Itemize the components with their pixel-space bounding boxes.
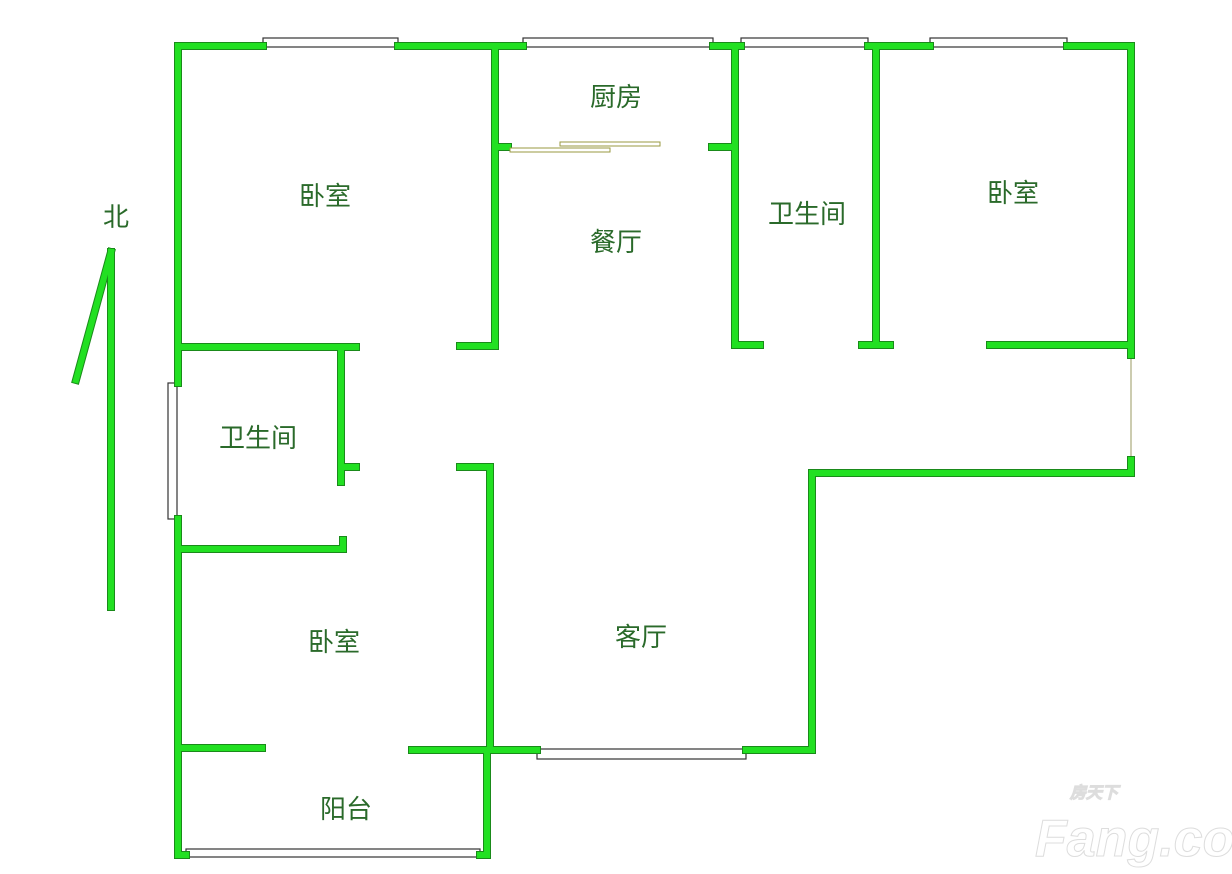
room-label-living: 客厅 — [615, 623, 667, 653]
room-label-kitchen: 厨房 — [590, 83, 642, 113]
wall-segment — [732, 43, 763, 348]
window — [740, 37, 869, 48]
room-label-bedroom-sw: 卧室 — [308, 628, 360, 658]
room-label-bathroom-w: 卫生间 — [219, 424, 297, 454]
wall-segment — [743, 457, 1134, 753]
room-label-dining: 餐厅 — [590, 228, 642, 258]
watermark-chinese: 房天下 — [1069, 784, 1121, 802]
sliding-door — [509, 141, 661, 153]
wall-segment — [456, 42, 499, 350]
wall-segment — [731, 42, 764, 349]
windows — [167, 37, 1132, 858]
wall-segment — [456, 463, 494, 754]
room-labels: 卧室 厨房 餐厅 卫生间 卧室 卫生间 卧室 客厅 阳台 — [219, 83, 1039, 825]
room-label-bedroom-ne: 卧室 — [987, 179, 1039, 209]
window — [262, 37, 399, 48]
walls — [174, 42, 1135, 859]
window — [929, 37, 1068, 48]
wall-segment — [742, 456, 1135, 754]
wall-segment — [477, 747, 490, 858]
room-label-bathroom-n: 卫生间 — [768, 200, 846, 230]
window — [167, 382, 178, 520]
wall-segment — [175, 537, 346, 552]
wall-segment — [457, 464, 493, 753]
window — [522, 37, 714, 48]
window — [536, 748, 747, 760]
watermark-brand: Fang.com — [1035, 810, 1232, 868]
watermark-logo: 房天下 Fang.com — [1035, 784, 1232, 869]
north-arrow: 北 — [71, 203, 129, 611]
room-label-bedroom-nw: 卧室 — [299, 182, 351, 212]
room-label-balcony: 阳台 — [320, 795, 372, 825]
north-label: 北 — [103, 203, 129, 233]
window — [185, 848, 481, 858]
wall-segment — [457, 43, 498, 349]
